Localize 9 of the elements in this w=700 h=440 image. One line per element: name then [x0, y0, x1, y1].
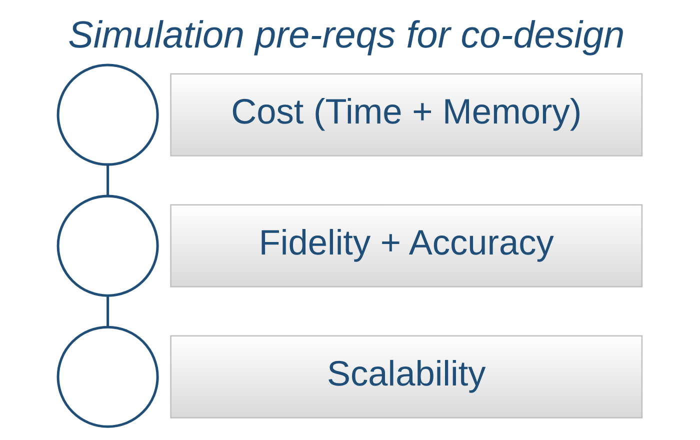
node-box: Cost (Time + Memory)	[170, 73, 643, 156]
node-circle	[56, 64, 159, 166]
node-circle	[56, 326, 159, 428]
node-box: Fidelity + Accuracy	[170, 204, 643, 288]
node-box: Scalability	[170, 335, 643, 418]
connector	[106, 164, 110, 196]
connector	[106, 296, 110, 327]
node-circle	[56, 194, 159, 297]
diagram-title: Simulation pre-reqs for co-design	[68, 14, 625, 56]
